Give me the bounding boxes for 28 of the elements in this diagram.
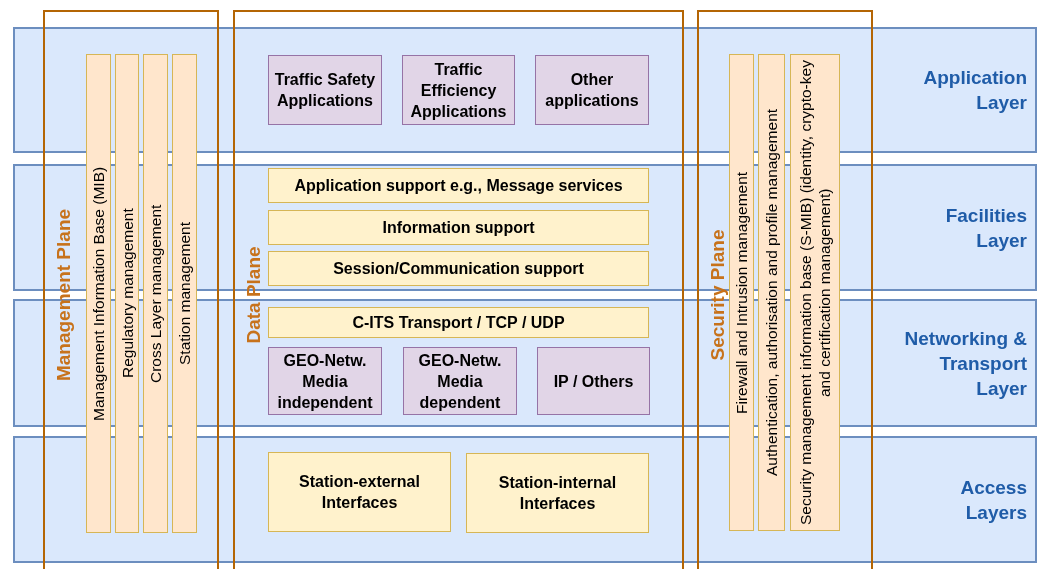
- function-box: GEO-Netw. Media dependent: [403, 347, 517, 415]
- plane-title: Data Plane: [243, 246, 265, 344]
- management-bar: Station management: [172, 54, 197, 533]
- security-bar: Authentication, authorisation and profile management: [758, 54, 785, 531]
- function-box: C-ITS Transport / TCP / UDP: [268, 307, 649, 338]
- function-box: IP / Others: [537, 347, 650, 415]
- function-box: Information support: [268, 210, 649, 245]
- management-bar: Management Information Base (MIB): [86, 54, 111, 533]
- layer-title: Application Layer: [922, 66, 1027, 115]
- layer-title: Facilities Layer: [944, 203, 1027, 253]
- function-box: Session/Communication support: [268, 251, 649, 286]
- security-bar: Firewall and Intrusion management: [729, 54, 754, 531]
- security-bar: Security management information base (S-MIB) (identity, crypto-key and certification management): [790, 54, 840, 531]
- layer-title: Access Layers: [959, 475, 1027, 525]
- layer-title: Networking & Transport Layer: [903, 326, 1027, 401]
- plane-title: Management Plane: [53, 208, 75, 382]
- management-bar: Regulatory management: [115, 54, 139, 533]
- function-box: Application support e.g., Message services: [268, 168, 649, 203]
- plane-title: Security Plane: [707, 229, 729, 361]
- management-bar: Cross Layer management: [143, 54, 168, 533]
- function-box: GEO-Netw. Media independent: [268, 347, 382, 415]
- plane-outline: [697, 10, 873, 569]
- function-box: Station-external Interfaces: [268, 452, 451, 532]
- function-box: Traffic Efficiency Applications: [402, 55, 515, 125]
- plane-outline: [43, 10, 219, 569]
- function-box: Station-internal Interfaces: [466, 453, 649, 533]
- function-box: Other applications: [535, 55, 649, 125]
- function-box: Traffic Safety Applications: [268, 55, 382, 125]
